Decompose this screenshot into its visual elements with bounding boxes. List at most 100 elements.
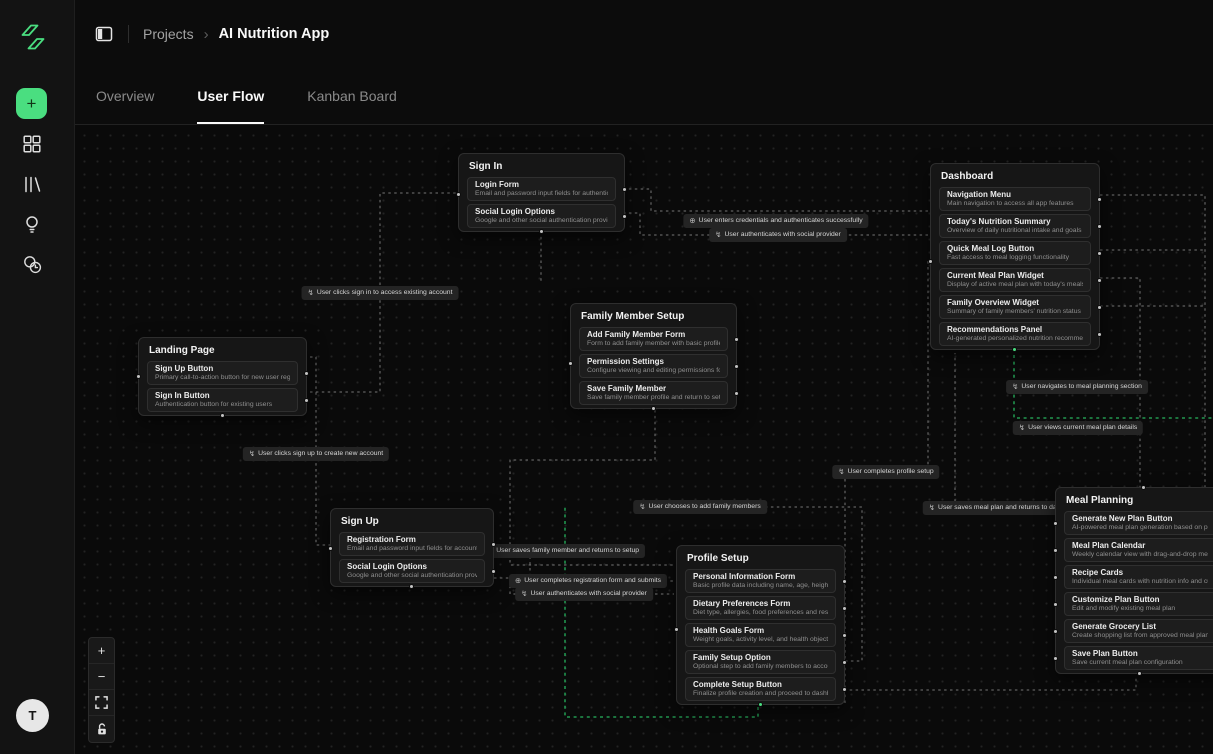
connection-port[interactable] <box>568 361 573 366</box>
connection-port[interactable] <box>219 413 225 418</box>
node-item[interactable]: Meal Plan Calendar Weekly calendar view … <box>1053 538 1213 562</box>
node-item[interactable]: Today's Nutrition Summary Overview of da… <box>939 214 1102 238</box>
edge-label[interactable]: ↯ User authenticates with social provide… <box>709 228 847 242</box>
edge-label[interactable]: ↯ User chooses to add family members <box>633 500 767 514</box>
zoom-in-button[interactable]: + <box>89 638 114 664</box>
connection-port[interactable] <box>734 337 739 342</box>
edge-label[interactable]: ↯ User saves meal plan and returns to da… <box>922 501 1088 515</box>
lock-toggle-button[interactable] <box>89 716 114 742</box>
flow-node-landing-page[interactable]: Landing Page Sign Up Button Primary call… <box>136 337 309 418</box>
sidebar-toggle-button[interactable] <box>93 23 115 45</box>
node-item[interactable]: Dietary Preferences Form Diet type, alle… <box>685 596 847 620</box>
connection-port[interactable] <box>1012 347 1017 352</box>
node-item[interactable]: Family Setup Option Optional step to add… <box>685 650 847 674</box>
connection-port[interactable] <box>928 259 933 264</box>
node-item[interactable]: Family Overview Widget Summary of family… <box>939 295 1102 319</box>
flow-node-family-member-setup[interactable]: Family Member Setup Add Family Member Fo… <box>568 303 739 411</box>
tab-kanban-board[interactable]: Kanban Board <box>307 88 397 104</box>
connection-port[interactable] <box>1097 332 1102 337</box>
node-item[interactable]: Add Family Member Form Form to add famil… <box>579 327 739 351</box>
node-item[interactable]: Social Login Options Google and other so… <box>339 559 496 583</box>
flow-canvas[interactable]: ⊕ User enters credentials and authentica… <box>75 125 1213 754</box>
connection-port[interactable] <box>842 660 847 665</box>
connection-port[interactable] <box>1053 656 1058 661</box>
node-item[interactable]: Generate Grocery List Create shopping li… <box>1053 619 1213 643</box>
connection-port[interactable] <box>304 398 309 403</box>
add-button[interactable]: + <box>16 88 47 119</box>
edge-label[interactable]: ↯ User clicks sign up to create new acco… <box>242 447 390 461</box>
connection-port[interactable] <box>757 702 763 707</box>
edge-label[interactable]: ↯ User navigates to meal planning sectio… <box>1006 380 1148 394</box>
connection-port[interactable] <box>734 391 739 396</box>
node-item[interactable]: Customize Plan Button Edit and modify ex… <box>1053 592 1213 616</box>
connection-port[interactable] <box>1053 629 1058 634</box>
connection-port[interactable] <box>842 687 847 692</box>
node-item[interactable]: Navigation Menu Main navigation to acces… <box>939 187 1102 211</box>
connection-port[interactable] <box>1053 575 1058 580</box>
library-icon[interactable] <box>23 175 43 195</box>
connection-port[interactable] <box>842 606 847 611</box>
edge-label[interactable]: ↯ User completes profile setup <box>832 465 940 479</box>
flow-node-meal-planning[interactable]: Meal Planning Generate New Plan Button A… <box>1053 485 1213 676</box>
node-item[interactable]: Login Form Email and password input fiel… <box>467 177 627 201</box>
flow-node-dashboard[interactable]: Dashboard Navigation Menu Main navigatio… <box>928 163 1102 352</box>
node-item[interactable]: Sign In Button Authentication button for… <box>147 388 309 412</box>
node-item[interactable]: Generate New Plan Button AI-powered meal… <box>1053 511 1213 535</box>
edge-label[interactable]: ⊕ User completes registration form and s… <box>508 574 668 588</box>
edge-label[interactable]: ⊕ User enters credentials and authentica… <box>683 214 869 228</box>
edge-label[interactable]: ↯ User clicks sign in to access existing… <box>301 286 459 300</box>
node-item[interactable]: Quick Meal Log Button Fast access to mea… <box>939 241 1102 265</box>
edge-label[interactable]: ↯ User saves family member and returns t… <box>480 544 646 558</box>
connection-port[interactable] <box>1097 278 1102 283</box>
connection-port[interactable] <box>409 584 414 589</box>
connection-port[interactable] <box>1053 548 1058 553</box>
flow-node-profile-setup[interactable]: Profile Setup Personal Information Form … <box>674 545 847 707</box>
connection-port[interactable] <box>304 371 309 376</box>
connection-port[interactable] <box>456 192 461 197</box>
node-item[interactable]: Save Family Member Save family member pr… <box>579 381 739 405</box>
connection-port[interactable] <box>842 579 847 584</box>
node-item[interactable]: Complete Setup Button Finalize profile c… <box>685 677 847 701</box>
dashboard-grid-icon[interactable] <box>23 135 43 155</box>
connection-port[interactable] <box>328 546 333 551</box>
credits-icon[interactable] <box>23 255 43 275</box>
edge-label[interactable]: ↯ User views current meal plan details <box>1012 421 1144 435</box>
node-item[interactable]: Permission Settings Configure viewing an… <box>579 354 739 378</box>
connection-port[interactable] <box>1097 251 1102 256</box>
connection-port[interactable] <box>491 569 496 574</box>
connection-port[interactable] <box>734 364 739 369</box>
edge-label[interactable]: ↯ User authenticates with social provide… <box>515 587 653 601</box>
connection-port[interactable] <box>1097 224 1102 229</box>
node-item[interactable]: Recipe Cards Individual meal cards with … <box>1053 565 1213 589</box>
connection-port[interactable] <box>1137 671 1142 676</box>
connection-port[interactable] <box>1053 602 1058 607</box>
connection-port[interactable] <box>1141 485 1146 490</box>
connection-port[interactable] <box>1097 305 1102 310</box>
node-item[interactable]: Personal Information Form Basic profile … <box>685 569 847 593</box>
connection-port[interactable] <box>650 406 656 411</box>
node-item[interactable]: Sign Up Button Primary call-to-action bu… <box>147 361 309 385</box>
flow-node-sign-in[interactable]: Sign In Login Form Email and password in… <box>456 153 627 234</box>
connection-port[interactable] <box>1097 197 1102 202</box>
node-item[interactable]: Health Goals Form Weight goals, activity… <box>685 623 847 647</box>
connection-port[interactable] <box>842 633 847 638</box>
connection-port[interactable] <box>538 229 544 234</box>
connection-port[interactable] <box>622 214 627 219</box>
lightbulb-icon[interactable] <box>23 215 43 235</box>
node-item[interactable]: Registration Form Email and password inp… <box>339 532 496 556</box>
tab-overview[interactable]: Overview <box>96 88 155 104</box>
zoom-out-button[interactable]: − <box>89 664 114 690</box>
node-item[interactable]: Social Login Options Google and other so… <box>467 204 627 228</box>
connection-port[interactable] <box>674 627 679 632</box>
node-item[interactable]: Save Plan Button Save current meal plan … <box>1053 646 1213 670</box>
tab-user-flow[interactable]: User Flow <box>197 68 265 124</box>
breadcrumb-projects[interactable]: Projects <box>143 26 194 42</box>
node-item[interactable]: Recommendations Panel AI-generated perso… <box>939 322 1102 346</box>
user-avatar[interactable]: T <box>16 699 49 732</box>
connection-port[interactable] <box>1053 521 1058 526</box>
flow-node-sign-up[interactable]: Sign Up Registration Form Email and pass… <box>328 508 496 589</box>
connection-port[interactable] <box>491 542 496 547</box>
connection-port[interactable] <box>136 374 141 379</box>
connection-port[interactable] <box>622 187 627 192</box>
fit-view-button[interactable] <box>89 690 114 716</box>
